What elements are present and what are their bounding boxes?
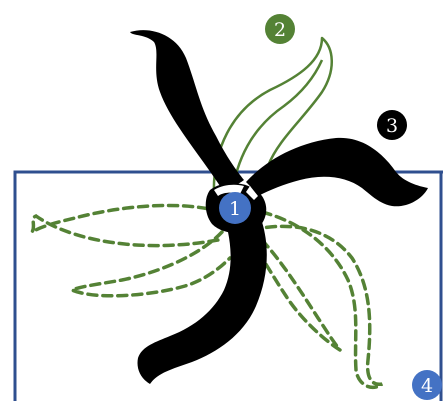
label-2: 2 — [274, 19, 286, 41]
label-3: 3 — [386, 115, 398, 137]
center-node: 1 — [219, 192, 251, 224]
label-4: 4 — [421, 375, 433, 397]
dashed-arm-left — [32, 205, 222, 245]
dashed-green-arms — [32, 205, 382, 387]
badge-4: 4 — [412, 370, 442, 400]
dashed-arm-lower-left — [72, 232, 230, 296]
black-arm-top — [130, 30, 244, 187]
badge-2: 2 — [265, 14, 295, 44]
label-1: 1 — [229, 198, 241, 220]
dashed-arm-right — [262, 212, 382, 387]
badge-3: 3 — [377, 110, 407, 140]
dashed-arm-lower-right — [255, 240, 340, 350]
